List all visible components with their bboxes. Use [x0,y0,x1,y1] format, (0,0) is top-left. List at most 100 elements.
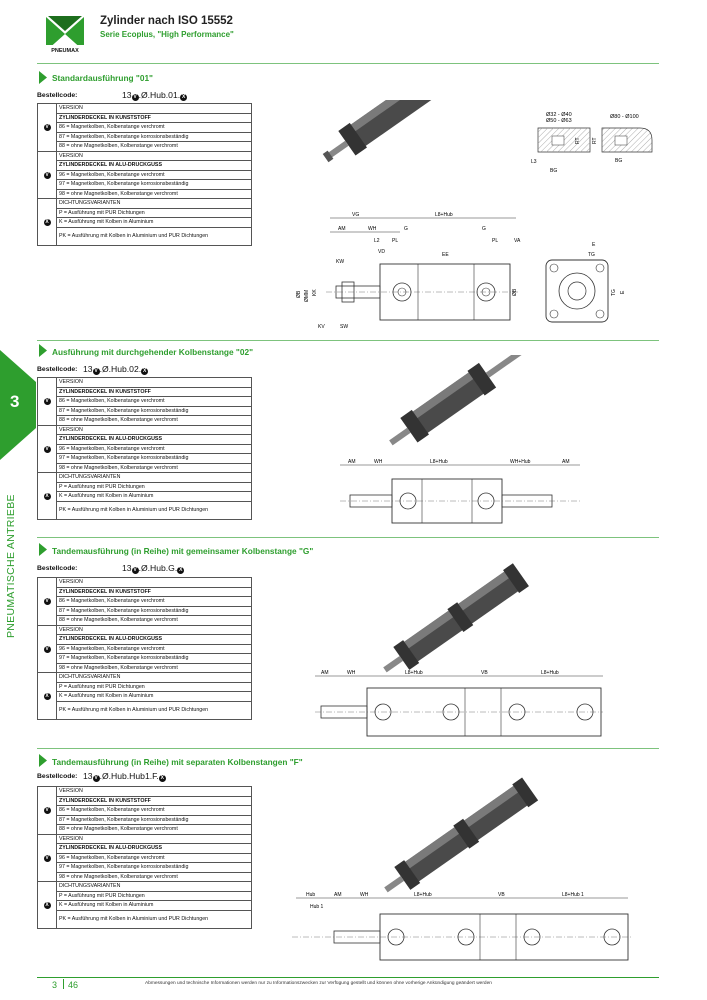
variant-v-icon: V [43,807,51,814]
variant-x-icon: X [158,775,166,782]
svg-text:KV: KV [318,324,325,330]
svg-text:AM: AM [562,459,570,465]
svg-text:WH: WH [360,892,369,898]
svg-text:L2: L2 [374,238,380,244]
svg-text:WH: WH [374,459,383,465]
svg-text:PL: PL [492,238,498,244]
page-number: 46 [68,980,79,990]
svg-text:RT: RT [592,137,598,144]
variant-v-icon: V [92,368,100,375]
variant-x-icon: X [43,692,51,700]
svg-text:BG: BG [550,168,557,174]
variant-v-icon: V [43,171,51,179]
section-title: Tandemausführung (in Reihe) mit separate… [52,757,303,767]
svg-text:TG: TG [611,289,617,296]
variant-x-icon: X [177,567,185,574]
svg-text:G: G [404,226,408,232]
cylinder-drawing-tandem-g: AM WH L8+Hub VB L8+Hub [315,563,603,737]
svg-text:WH: WH [368,226,377,232]
footer-divider [37,977,659,978]
divider [37,63,659,64]
variant-v-icon: V [43,598,51,605]
svg-text:Hub: Hub [306,892,315,898]
cylinder-drawing-tandem-f: Hub AM WH L8+Hub VB L8+Hub 1 Hub 1 [292,777,632,961]
page-separator [63,979,64,989]
svg-text:VA: VA [514,238,521,244]
variant-x-icon: X [180,94,188,101]
svg-text:WH+Hub: WH+Hub [510,459,531,465]
end-view: E TG TG E [545,242,626,323]
svg-text:WH: WH [347,670,356,676]
svg-text:E: E [620,290,626,294]
svg-text:VG: VG [352,212,359,218]
svg-text:Ø80 - Ø100: Ø80 - Ø100 [610,114,639,120]
section-arrow-icon [39,754,47,767]
svg-text:L8+Hub: L8+Hub [414,892,432,898]
chapter-number: 3 [10,392,20,411]
cylinder-render [322,100,443,163]
svg-text:L8+Hub: L8+Hub [405,670,423,676]
side-view: VG L8+Hub AM WH G G L2 PL PL VA VD EE KW… [296,212,521,330]
section-arrow-icon [39,543,47,556]
svg-text:L8+Hub: L8+Hub [430,459,448,465]
variant-v-icon: V [92,775,100,782]
divider [37,537,659,538]
svg-text:L8+Hub 1: L8+Hub 1 [562,892,584,898]
svg-text:L8+Hub: L8+Hub [541,670,559,676]
svg-text:SW: SW [340,324,348,330]
cylinder-drawing-standard: Ø32 - Ø40 Ø50 - Ø63 Ø80 - Ø100 RT L3 BG … [296,100,653,330]
svg-text:VB: VB [481,670,488,676]
svg-text:ØB: ØB [512,288,518,296]
svg-text:RT: RT [575,137,581,144]
svg-text:AM: AM [334,892,342,898]
footer-disclaimer: Abmessungen und technische Informationen… [145,981,492,986]
chapter-number: 3 [52,980,58,990]
section-title: Standardausführung "01" [52,73,153,83]
svg-text:Hub 1: Hub 1 [310,904,324,910]
variant-v-icon: V [43,445,51,453]
svg-text:AM: AM [321,670,329,676]
variant-v-icon: V [43,124,51,131]
pneumax-logo: PNEUMAX [42,14,88,54]
svg-text:AM: AM [348,459,356,465]
svg-text:ØMM: ØMM [304,290,310,302]
variant-v-icon: V [43,398,51,405]
page-title: Zylinder nach ISO 15552 [100,15,233,27]
section-arrow-icon [39,71,47,84]
svg-text:PNEUMAX: PNEUMAX [51,48,79,54]
svg-text:BG: BG [615,158,622,164]
svg-text:AM: AM [338,226,346,232]
svg-text:Ø50 - Ø63: Ø50 - Ø63 [546,118,572,124]
section-title: Tandemausführung (in Reihe) mit gemeinsa… [52,546,314,556]
svg-text:ØB: ØB [296,290,302,298]
order-code-label: Bestellcode: [37,92,78,99]
variant-v-icon: V [131,567,139,574]
svg-text:G: G [482,226,486,232]
divider [37,748,659,749]
svg-text:KK: KK [312,289,318,296]
variant-x-icon: X [43,218,51,226]
svg-text:VB: VB [498,892,505,898]
cylinder-drawing-through-rod: AM WH L8+Hub WH+Hub AM [340,355,582,524]
svg-text:Ø32 - Ø40: Ø32 - Ø40 [546,112,572,118]
order-code-label: Bestellcode: [37,773,78,780]
svg-text:KW: KW [336,259,344,265]
variant-x-icon: X [141,368,149,375]
svg-text:E: E [592,242,596,248]
svg-text:L3: L3 [531,159,537,165]
order-code-label: Bestellcode: [37,366,78,373]
variant-v-icon: V [131,94,139,101]
variant-x-icon: X [43,492,51,500]
variant-v-icon: V [43,645,51,653]
variant-x-icon: X [43,901,51,909]
svg-text:L8+Hub: L8+Hub [435,212,453,218]
order-code-label: Bestellcode: [37,565,78,572]
